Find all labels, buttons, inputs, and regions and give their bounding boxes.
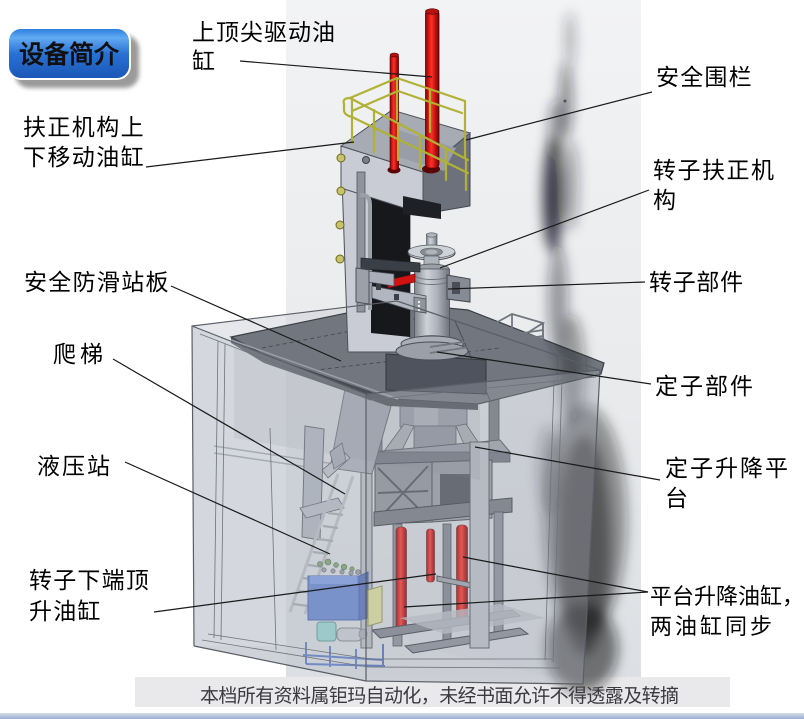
svg-text:两油缸同步: 两油缸同步: [650, 614, 775, 639]
svg-text:构: 构: [653, 188, 678, 213]
svg-text:升油缸: 升油缸: [29, 599, 102, 624]
svg-text:安全防滑站板: 安全防滑站板: [24, 270, 170, 295]
svg-text:转子下端顶: 转子下端顶: [29, 568, 150, 593]
svg-text:上顶尖驱动油: 上顶尖驱动油: [192, 20, 336, 45]
svg-text:台: 台: [665, 486, 690, 511]
svg-text:定子部件: 定子部件: [655, 374, 755, 399]
svg-text:安全围栏: 安全围栏: [656, 65, 753, 90]
svg-text:液压站: 液压站: [37, 454, 112, 479]
svg-text:转子部件: 转子部件: [649, 270, 744, 295]
svg-text:平台升降油缸，: 平台升降油缸，: [650, 584, 804, 609]
svg-text:缸: 缸: [192, 49, 215, 74]
svg-text:下移动油缸: 下移动油缸: [23, 145, 145, 170]
svg-text:设备简介: 设备简介: [19, 40, 120, 69]
svg-text:定子升降平: 定子升降平: [665, 456, 790, 481]
svg-text:本档所有资料属钜玛自动化，未经书面允许不得透露及转摘: 本档所有资料属钜玛自动化，未经书面允许不得透露及转摘: [200, 685, 679, 707]
svg-text:扶正机构上: 扶正机构上: [23, 115, 145, 140]
svg-text:转子扶正机: 转子扶正机: [653, 158, 776, 183]
svg-text:爬梯: 爬梯: [53, 342, 107, 367]
